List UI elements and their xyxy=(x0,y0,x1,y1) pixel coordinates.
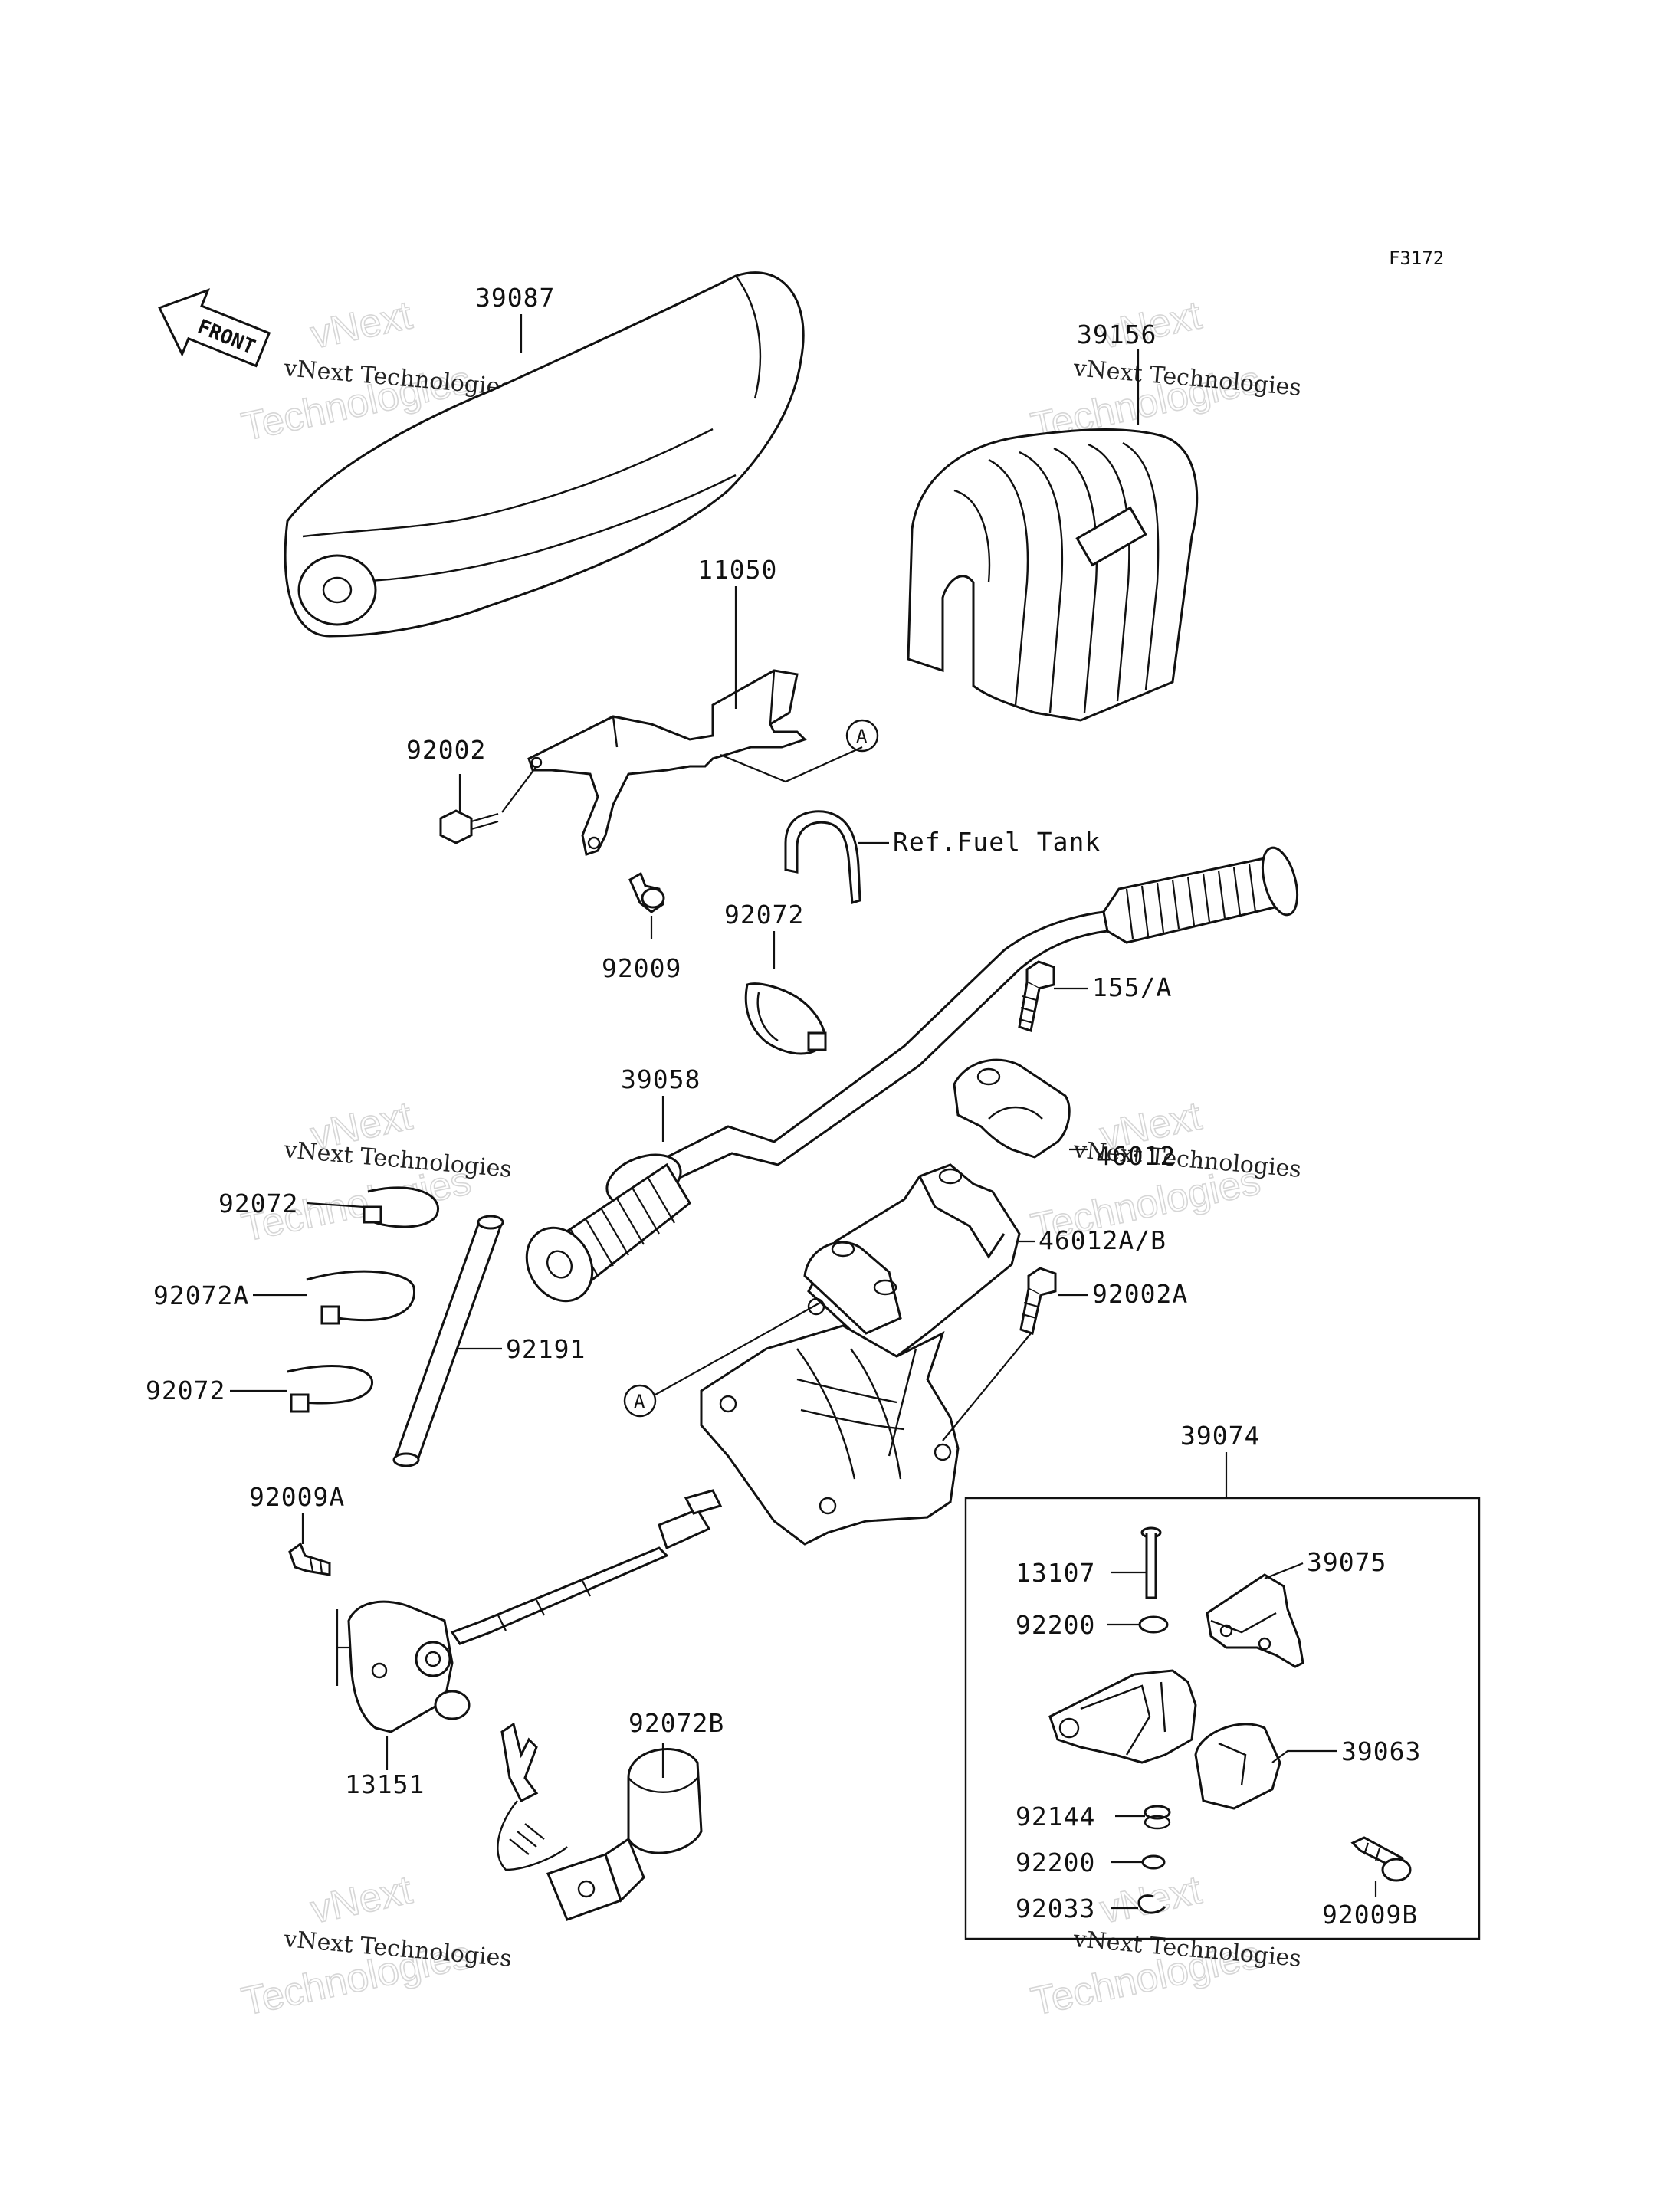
clamp-92072-left-2 xyxy=(287,1365,373,1413)
washer-92200-top xyxy=(1138,1615,1169,1634)
clamp-92072-top xyxy=(744,982,827,1055)
handlebar-clamp-46012 xyxy=(953,1058,1071,1159)
screw-92009a xyxy=(288,1542,331,1576)
bolt-92002a xyxy=(1019,1267,1057,1335)
svg-text:vNext: vNext xyxy=(307,293,416,357)
callout-a-top: A xyxy=(845,719,879,753)
label-92009a: 92009A xyxy=(249,1482,345,1512)
leader-lines xyxy=(230,314,1377,1910)
washer-92200-bottom xyxy=(1141,1854,1166,1870)
label-92200-bottom: 92200 xyxy=(1016,1848,1095,1877)
clamp-92072-left-1 xyxy=(363,1186,439,1228)
callout-a-bottom: A xyxy=(623,1384,657,1418)
cap-39063 xyxy=(1194,1723,1281,1810)
label-39074: 39074 xyxy=(1180,1421,1260,1451)
label-92072a: 92072A xyxy=(153,1280,249,1310)
label-92002: 92002 xyxy=(406,735,486,765)
pin-13107 xyxy=(1140,1526,1162,1599)
label-92033: 92033 xyxy=(1016,1894,1095,1923)
lever-housing xyxy=(1048,1669,1197,1764)
lanyard-92072b xyxy=(497,1722,703,1921)
label-92072-top: 92072 xyxy=(724,900,804,930)
steering-post-base xyxy=(700,1324,960,1546)
tube-92191 xyxy=(392,1215,504,1467)
handlebar-cover-39156 xyxy=(907,428,1199,722)
label-13151: 13151 xyxy=(345,1769,425,1799)
label-ref-fuel-tank: Ref.Fuel Tank xyxy=(893,827,1101,857)
label-11050: 11050 xyxy=(697,555,777,585)
fuel-tank-hose xyxy=(784,810,861,904)
svg-text:A: A xyxy=(856,726,868,747)
label-39058: 39058 xyxy=(621,1064,701,1094)
switch-assembly-13151 xyxy=(336,1489,723,1733)
label-92009b: 92009B xyxy=(1322,1900,1418,1930)
label-46012ab: 46012A/B xyxy=(1039,1225,1166,1255)
grip-right-ridges-icon xyxy=(1125,864,1257,939)
figure-code: F3172 xyxy=(1389,248,1444,269)
screw-92009b xyxy=(1350,1836,1412,1882)
lower-clamp-46012ab xyxy=(803,1163,1021,1358)
label-13107: 13107 xyxy=(1016,1558,1095,1588)
watermark-mid-left: vNext Technologies vNext Technologies xyxy=(238,1093,514,1251)
circlip-92033 xyxy=(1137,1894,1166,1914)
kit-box-39074 xyxy=(964,1497,1481,1940)
handlebar-39058 xyxy=(525,846,1299,1303)
front-arrow-icon: FRONT xyxy=(158,288,271,368)
label-92200-top: 92200 xyxy=(1016,1610,1095,1640)
bolt-92002 xyxy=(439,809,499,844)
watermark-bottom-right: vNext Technologies vNext Technologies xyxy=(1027,1867,1303,2025)
svg-text:A: A xyxy=(634,1391,645,1412)
screw-92009 xyxy=(628,871,665,913)
label-92002a: 92002A xyxy=(1092,1279,1188,1309)
label-92144: 92144 xyxy=(1016,1802,1095,1831)
label-92072-left-1: 92072 xyxy=(218,1189,298,1218)
spring-92144 xyxy=(1144,1805,1171,1830)
label-92191: 92191 xyxy=(506,1334,586,1364)
clamp-92072a xyxy=(306,1270,416,1325)
watermark-bottom-left: vNext Technologies vNext Technologies xyxy=(238,1867,514,2025)
svg-text:vNext: vNext xyxy=(307,1867,416,1932)
label-39087: 39087 xyxy=(475,283,555,313)
label-39156: 39156 xyxy=(1077,320,1157,349)
handlebar-pad-39087 xyxy=(284,271,805,638)
label-39063: 39063 xyxy=(1341,1736,1421,1766)
label-92072b: 92072B xyxy=(628,1708,724,1738)
bracket-39075 xyxy=(1206,1573,1304,1668)
label-39075: 39075 xyxy=(1307,1547,1386,1577)
bolt-155a xyxy=(1018,960,1055,1032)
watermark-top-right: vNext Technologies vNext Technologies xyxy=(1027,292,1303,450)
label-46012: 46012 xyxy=(1096,1141,1176,1171)
label-92009: 92009 xyxy=(602,953,681,983)
bracket-11050 xyxy=(527,669,807,856)
label-92072-left-2: 92072 xyxy=(146,1376,225,1405)
label-155a: 155/A xyxy=(1092,972,1172,1002)
